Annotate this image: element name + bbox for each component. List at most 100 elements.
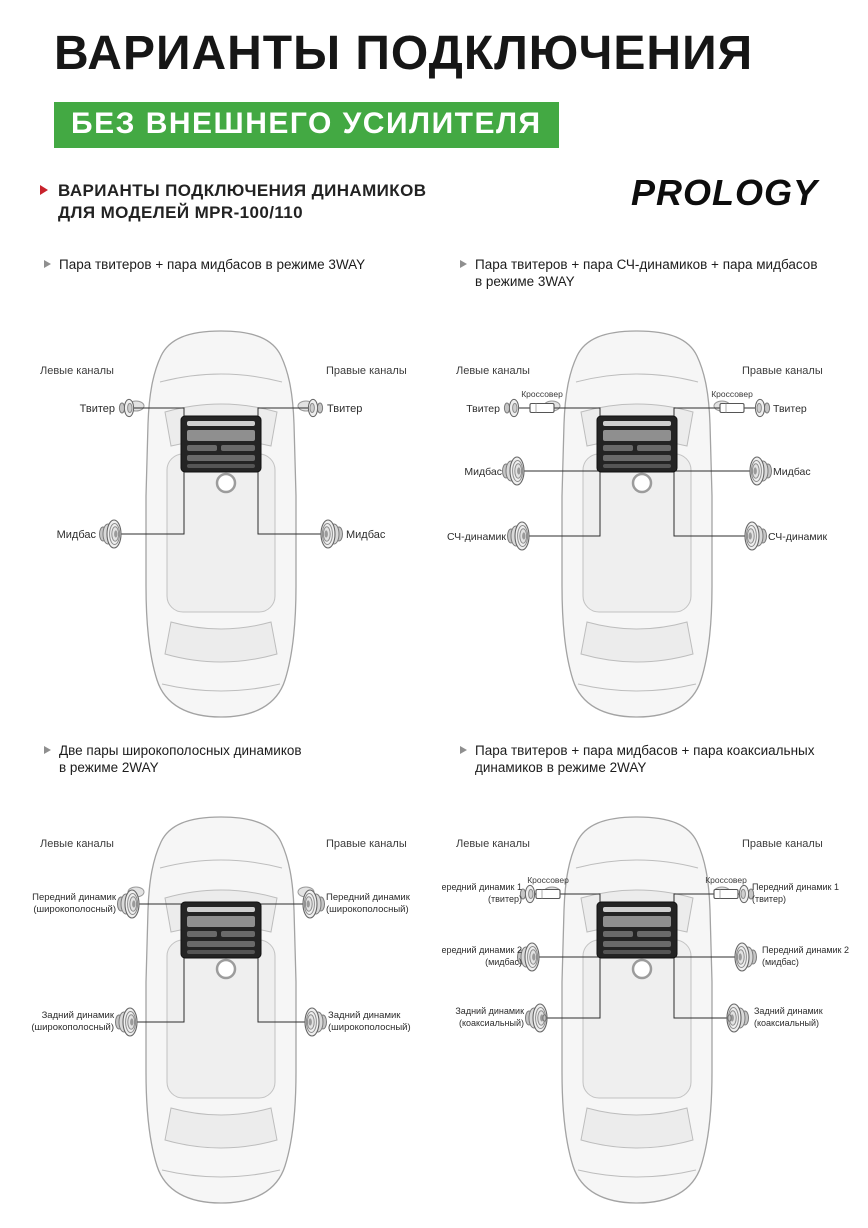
label-tweeter-left: Твитер <box>466 403 500 415</box>
tweeter-icon-left <box>519 884 536 904</box>
tweeter-icon-left <box>503 398 520 418</box>
caption-line2: в режиме 3WAY <box>475 274 575 290</box>
label-front2-right-line1: Передний динамик 2 <box>762 945 849 955</box>
label-rear-right-line1: Задний динамик <box>328 1010 401 1021</box>
left-channels-label: Левые каналы <box>456 838 530 850</box>
label-crossover-right: Кроссовер <box>711 389 753 399</box>
label-midbass-right: Мидбас <box>346 529 386 541</box>
head-unit-icon <box>180 415 262 473</box>
label-rear-right-line1: Задний динамик <box>754 1006 823 1016</box>
label-front1-left-line2: (твитер) <box>488 894 522 904</box>
left-channels-label: Левые каналы <box>40 838 114 850</box>
diagram-caption: Пара твитеров + пара мидбасов + пара коа… <box>442 742 852 777</box>
coaxial-icon-left <box>526 1004 548 1032</box>
rear-speaker-icon-right <box>304 1007 328 1037</box>
label-tweeter-left: Твитер <box>80 403 115 415</box>
front-speaker-icon-right <box>302 889 326 919</box>
caption-bullet-icon <box>460 746 467 754</box>
diagram-caption: Пара твитеров + пара СЧ-динамиков + пара… <box>442 256 852 291</box>
label-midrange-right: СЧ-динамик <box>768 531 827 543</box>
head-unit-icon <box>180 901 262 959</box>
caption-line2: в режиме 2WAY <box>59 760 159 776</box>
right-channels-label: Правые каналы <box>742 838 823 850</box>
caption-line1: Пара твитеров + пара мидбасов + пара коа… <box>475 743 815 758</box>
volume-knob-icon <box>215 472 237 494</box>
tweeter-icon-left <box>118 398 135 418</box>
caption-bullet-icon <box>44 260 51 268</box>
caption-line2: динамиков в режиме 2WAY <box>475 760 647 776</box>
coaxial-icon-right <box>727 1004 749 1032</box>
diagram-caption: Пара твитеров + пара мидбасов в режиме 3… <box>26 256 436 273</box>
volume-knob-icon <box>215 958 237 980</box>
label-front2-left-line1: Передний динамик 2 <box>442 945 522 955</box>
midbass-icon-left <box>98 519 122 549</box>
label-front2-right-line2: (мидбас) <box>762 957 799 967</box>
section-heading-line1: ВАРИАНТЫ ПОДКЛЮЧЕНИЯ ДИНАМИКОВ <box>58 181 427 200</box>
section-bullet-icon <box>40 185 48 195</box>
left-channels-label: Левые каналы <box>40 365 114 377</box>
section-heading: ВАРИАНТЫ ПОДКЛЮЧЕНИЯ ДИНАМИКОВ ДЛЯ МОДЕЛ… <box>40 180 426 225</box>
midrange-icon-left <box>506 521 530 551</box>
label-front-right-line2: (широкополосный) <box>326 904 409 915</box>
label-crossover-left: Кроссовер <box>521 389 563 399</box>
label-midbass-right: Мидбас <box>773 466 811 478</box>
diagram-caption: Две пары широкополосных динамиков в режи… <box>26 742 436 777</box>
crossover-icon-right <box>713 888 739 900</box>
label-rear-left-line2: (коаксиальный) <box>459 1018 524 1028</box>
prology-logo: PROLOGY <box>630 172 818 213</box>
volume-knob-icon <box>631 472 653 494</box>
left-channels-label: Левые каналы <box>456 365 530 377</box>
label-rear-left-line2: (широкополосный) <box>31 1022 114 1033</box>
midbass-icon-right <box>749 456 773 486</box>
wiring-lines <box>137 903 305 1023</box>
label-front1-right-line1: Передний динамик 1 <box>752 882 839 892</box>
car-outline <box>127 816 315 1204</box>
diagram-quadrant-4: Пара твитеров + пара мидбасов + пара коа… <box>442 742 852 1224</box>
crossover-icon-right <box>719 402 745 414</box>
label-front1-right-line2: (твитер) <box>752 894 786 904</box>
label-front-right-line1: Передний динамик <box>326 892 411 903</box>
head-unit-icon <box>596 415 678 473</box>
label-rear-left-line1: Задний динамик <box>42 1010 115 1021</box>
label-front1-left-line1: Передний динамик 1 <box>442 882 522 892</box>
diagram-quadrant-1: Пара твитеров + пара мидбасов в режиме 3… <box>26 256 436 738</box>
label-rear-right-line2: (коаксиальный) <box>754 1018 819 1028</box>
crossover-icon-left <box>529 402 555 414</box>
car-diagram: Левые каналы Правые каналы Передний дина… <box>31 816 411 1204</box>
caption-line1: Пара твитеров + пара СЧ-динамиков + пара… <box>475 257 818 272</box>
midbass-icon-right <box>320 519 344 549</box>
label-front2-left-line2: (мидбас) <box>485 957 522 967</box>
caption-bullet-icon <box>44 746 51 754</box>
car-diagram: Левые каналы Правые каналы Кроссовер Кро… <box>442 816 849 1204</box>
label-tweeter-right: Твитер <box>327 403 362 415</box>
label-front-left-line2: (широкополосный) <box>33 904 116 915</box>
right-channels-label: Правые каналы <box>326 838 407 850</box>
right-channels-label: Правые каналы <box>326 365 407 377</box>
label-rear-right-line2: (широкополосный) <box>328 1022 411 1033</box>
label-tweeter-right: Твитер <box>773 403 807 415</box>
caption-line1: Две пары широкополосных динамиков <box>59 743 302 758</box>
front-speaker-icon-left <box>116 889 140 919</box>
label-front-left-line1: Передний динамик <box>32 892 117 903</box>
section-heading-line2: ДЛЯ МОДЕЛЕЙ MPR-100/110 <box>58 203 303 223</box>
tweeter-icon-right <box>754 398 771 418</box>
car-diagram: Левые каналы Правые каналы Кроссовер Кро… <box>447 330 827 718</box>
midbass-icon-left <box>501 456 525 486</box>
car-outline <box>127 330 315 718</box>
label-midrange-left: СЧ-динамик <box>447 531 506 543</box>
rear-speaker-icon-left <box>114 1007 138 1037</box>
page-title: ВАРИАНТЫ ПОДКЛЮЧЕНИЯ <box>54 27 754 80</box>
tweeter-icon-right <box>307 398 324 418</box>
label-crossover-left: Кроссовер <box>527 875 569 885</box>
midrange-icon-right <box>744 521 768 551</box>
midbass-icon-right <box>734 942 758 972</box>
label-midbass-left: Мидбас <box>464 466 502 478</box>
banner-no-external-amp: БЕЗ ВНЕШНЕГО УСИЛИТЕЛЯ <box>54 102 559 148</box>
right-channels-label: Правые каналы <box>742 365 823 377</box>
car-diagram: Левые каналы Правые каналы Твитер Твитер… <box>40 330 407 718</box>
car-outline <box>543 330 731 718</box>
volume-knob-icon <box>631 958 653 980</box>
head-unit-icon <box>596 901 678 959</box>
label-rear-left-line1: Задний динамик <box>455 1006 524 1016</box>
